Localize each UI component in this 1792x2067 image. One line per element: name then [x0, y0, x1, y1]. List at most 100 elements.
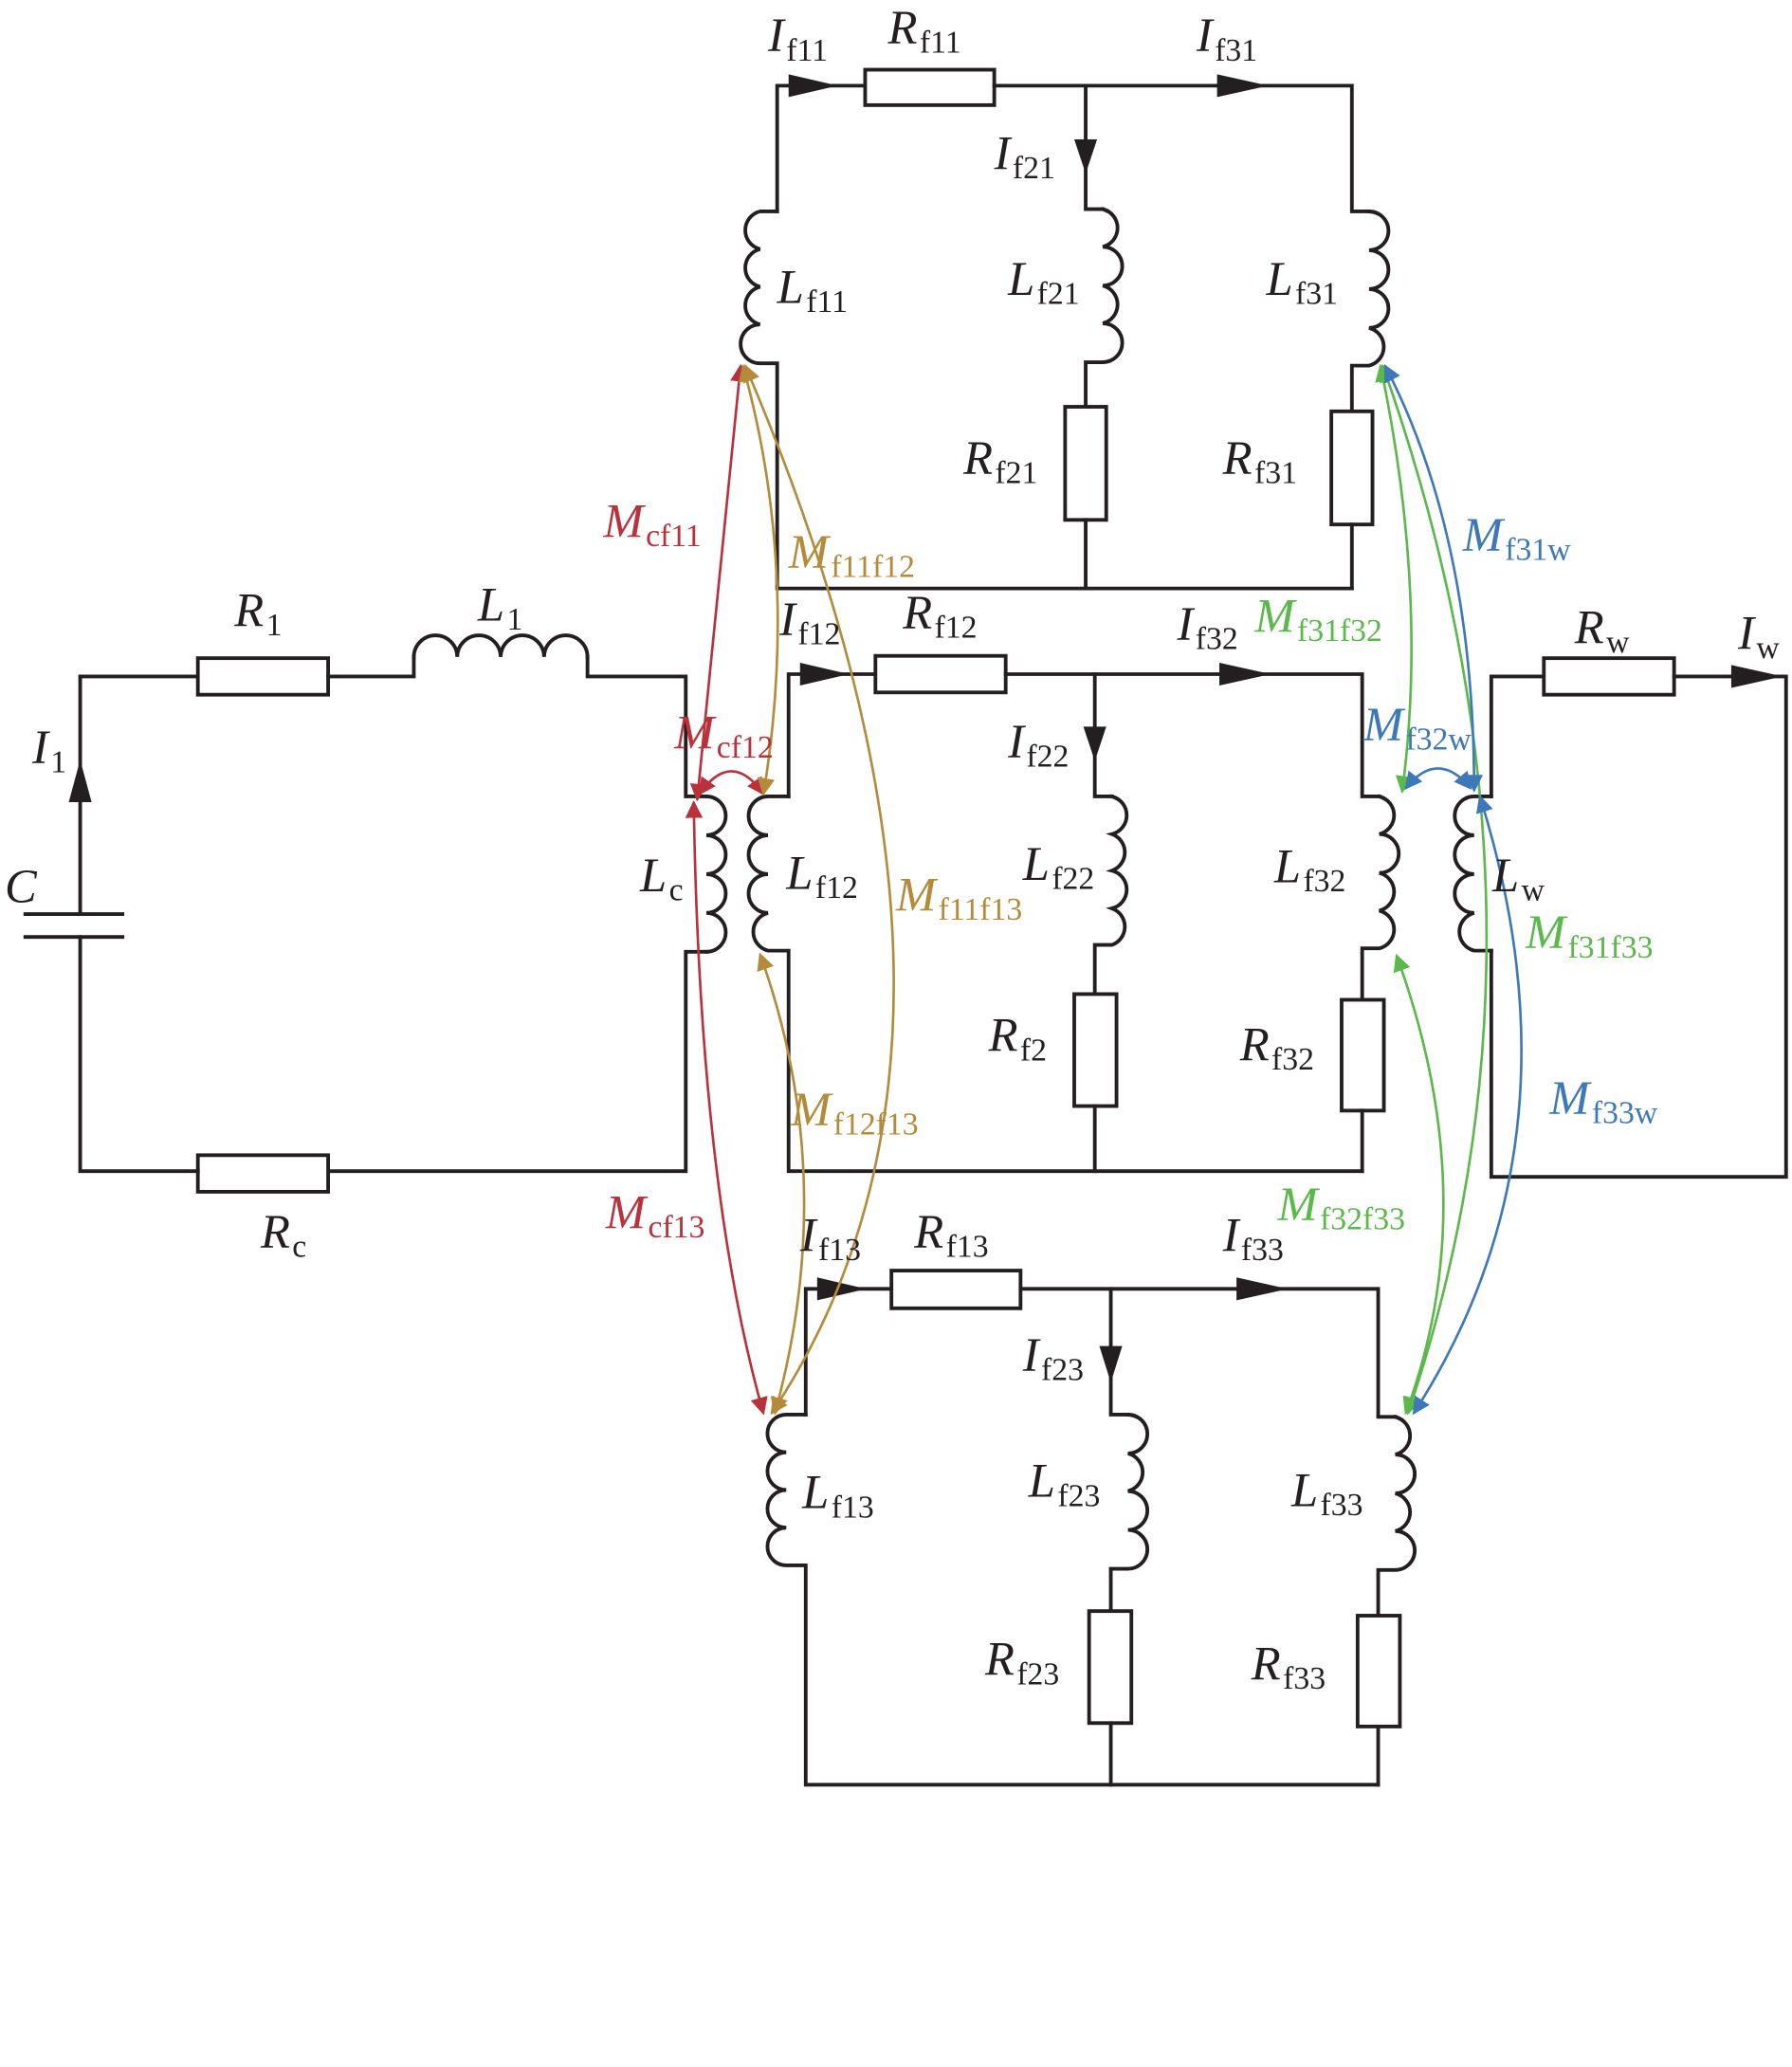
- current-arrow-if12: [799, 662, 850, 686]
- resistor-r1: [195, 656, 331, 697]
- current-arrow-if32: [1219, 662, 1271, 686]
- coupling-mcf11: [689, 363, 748, 802]
- label-rf32: Rf32: [1239, 1017, 1314, 1077]
- inductor-lf31: [1349, 210, 1391, 413]
- label-lf22: Lf22: [1022, 837, 1095, 897]
- block-f1: [739, 67, 1391, 591]
- label-r1: R1: [233, 583, 282, 643]
- label-lf13: Lf13: [801, 1466, 874, 1526]
- label-rc: Rc: [260, 1205, 306, 1265]
- label-rf11: Rf11: [887, 1, 961, 61]
- label-rf33: Rf33: [1251, 1637, 1326, 1696]
- label-mf32f33: Mf32f33: [1276, 1178, 1405, 1237]
- current-arrow-if13: [816, 1277, 867, 1301]
- source-loop: [23, 633, 728, 1194]
- label-mcf13: Mcf13: [605, 1185, 705, 1245]
- label-c: C: [5, 860, 38, 913]
- label-if13: If13: [799, 1209, 861, 1269]
- label-if11: If11: [767, 9, 828, 68]
- wire: [786, 672, 878, 798]
- label-rw: Rw: [1574, 600, 1630, 660]
- wire: [1489, 674, 1546, 798]
- inductor-lf23: [1108, 1412, 1150, 1614]
- inductor-lf11: [739, 210, 1354, 591]
- current-arrow-if23: [1099, 1345, 1123, 1383]
- wire: [1018, 1287, 1398, 1419]
- label-if22: If22: [1007, 715, 1069, 775]
- current-arrow-if33: [1236, 1277, 1289, 1301]
- label-rf2: Rf2: [988, 1009, 1047, 1069]
- current-arrow-iw: [1730, 665, 1783, 688]
- label-lw: Lw: [1491, 849, 1545, 908]
- wire: [326, 654, 416, 679]
- resistor-rf31: [1329, 409, 1375, 527]
- label-mf31f33: Mf31f33: [1525, 905, 1654, 965]
- label-lf23: Lf23: [1028, 1454, 1101, 1514]
- current-arrow-i1: [68, 759, 92, 802]
- inductor-lc: [704, 795, 728, 954]
- label-mf11f12: Mf11f12: [788, 525, 915, 585]
- coupling-mcf13: [685, 800, 768, 1416]
- label-lf12: Lf12: [785, 847, 858, 906]
- wire: [992, 83, 1371, 213]
- label-mf11f13: Mf11f13: [895, 868, 1022, 927]
- label-rf13: Rf13: [913, 1205, 988, 1265]
- label-mf33w: Mf33w: [1548, 1071, 1658, 1131]
- label-rf21: Rf21: [962, 431, 1037, 491]
- label-if31: If31: [1196, 9, 1257, 68]
- label-lf32: Lf32: [1273, 839, 1346, 899]
- label-mf31w: Mf31w: [1462, 508, 1572, 568]
- wire: [803, 1287, 894, 1417]
- resistor-rf33: [1355, 1614, 1402, 1729]
- inductor-l1: [411, 633, 590, 659]
- coupling-mf33w: [1412, 795, 1523, 1416]
- label-rf12: Rf12: [902, 586, 977, 646]
- label-mcf11: Mcf11: [602, 494, 701, 554]
- label-mf31f32: Mf31f32: [1253, 589, 1382, 649]
- current-arrow-if21: [1073, 139, 1098, 174]
- mutual-labels: Mcf11 Mcf12 Mcf13 Mf11f12 Mf11f13 Mf12f1…: [602, 494, 1657, 1245]
- resistor-rc: [195, 1153, 331, 1194]
- label-lf11: Lf11: [777, 260, 848, 320]
- label-if33: If33: [1222, 1209, 1284, 1269]
- label-l1: L1: [477, 577, 522, 637]
- resistor-rf32: [1340, 997, 1386, 1113]
- label-lf21: Lf21: [1007, 252, 1080, 312]
- label-i1: I1: [31, 721, 66, 780]
- label-mf12f13: Mf12f13: [790, 1083, 919, 1143]
- inductor-lf13: [765, 1412, 1381, 1787]
- inductor-lf21: [1084, 207, 1125, 409]
- label-rf31: Rf31: [1222, 431, 1297, 491]
- label-lc: Lc: [639, 849, 684, 908]
- mutual-couplings: [685, 363, 1523, 1416]
- label-lf33: Lf33: [1290, 1463, 1363, 1523]
- inductor-lf22: [1092, 794, 1129, 997]
- coupling-mf12f13: [757, 952, 806, 1416]
- resistor-rf21: [1063, 405, 1108, 522]
- current-arrow-if31: [1216, 74, 1269, 98]
- wire: [1003, 672, 1381, 798]
- resistor-rw: [1542, 656, 1676, 697]
- wire: [78, 935, 200, 1174]
- label-mf32w: Mf32w: [1362, 698, 1472, 758]
- inductor-lf32: [1360, 794, 1401, 1002]
- wire: [326, 949, 708, 1174]
- coupling-mf11f13: [742, 363, 895, 1416]
- block-f2: [746, 653, 1401, 1174]
- resistor-rf2: [1072, 992, 1119, 1108]
- label-if23: If23: [1022, 1328, 1084, 1388]
- label-if12: If12: [778, 593, 840, 652]
- resistor-rf12: [873, 653, 1008, 695]
- wire: [1108, 1287, 1130, 1417]
- component-labels: C I1 R1 L1 Lc Rc If11 Rf11 If31 If21 Lf1…: [5, 1, 1780, 1696]
- label-if32: If32: [1176, 597, 1237, 657]
- capacitor-c: [23, 912, 125, 940]
- wire: [1092, 672, 1114, 798]
- resistor-rf11: [863, 67, 997, 107]
- coupling-mf32w: [1404, 767, 1472, 790]
- label-mcf12: Mcf12: [673, 705, 774, 765]
- wire: [1084, 83, 1106, 211]
- wire: [78, 674, 200, 916]
- label-lf31: Lf31: [1265, 252, 1338, 312]
